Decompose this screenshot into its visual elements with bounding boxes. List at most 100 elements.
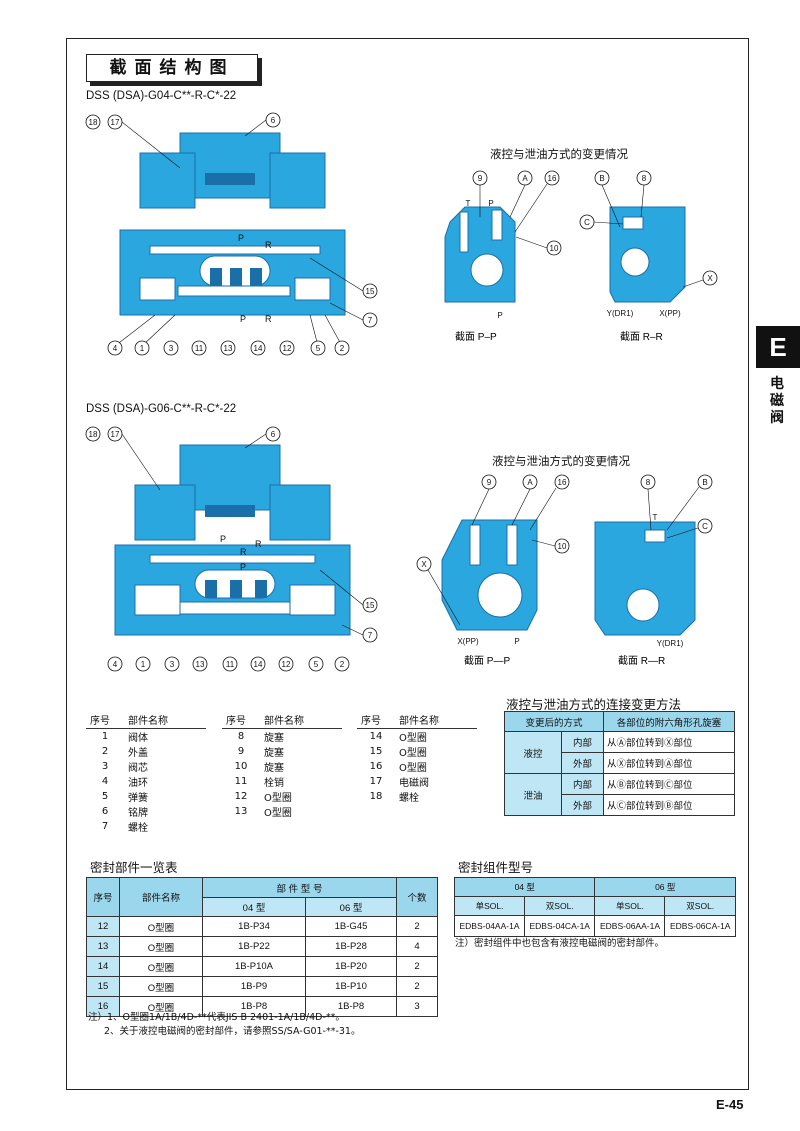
callout-b: B <box>702 478 707 487</box>
port-x: X(PP) <box>659 309 681 318</box>
page-frame <box>66 38 749 1090</box>
section-pp-06: X 9 A 16 10 X(PP) P 截面 P—P <box>416 474 570 667</box>
port-label-p2: P <box>240 314 246 324</box>
port-x: X(PP) <box>457 637 479 646</box>
callout-bottom: 1 <box>141 660 146 669</box>
connection-method-title: 液控与泄油方式的连接变更方法 <box>506 697 682 712</box>
port-t: T <box>466 199 471 208</box>
callout-bottom: 14 <box>254 344 263 353</box>
diagram1-section-title: 液控与泄油方式的变更情况 <box>490 147 628 161</box>
callout-16: 16 <box>548 174 557 183</box>
diagram2-section-title: 液控与泄油方式的变更情况 <box>492 454 630 468</box>
callout-18: 18 <box>89 118 98 127</box>
callout-16: 16 <box>558 478 567 487</box>
callout-15: 15 <box>366 287 375 296</box>
section-rr-06: 8 B C T Y(DR1) 截面 R—R <box>594 474 713 667</box>
header-name: 部件名称 <box>124 711 206 729</box>
callout-7: 7 <box>368 316 373 325</box>
callout-bottom: 4 <box>113 344 118 353</box>
callout-bottom: 14 <box>254 660 263 669</box>
section-pp-label: 截面 P—P <box>464 654 510 667</box>
section-pp-04: 9 A 16 10 T P P 截面 P–P <box>444 170 562 342</box>
callout-bottom: 12 <box>282 660 291 669</box>
diagram2-model: DSS (DSA)-G06-C**-R-C*-22 <box>86 403 237 415</box>
port-label-p2: P <box>240 562 246 572</box>
callout-6: 6 <box>271 116 276 125</box>
page-number: E-45 <box>716 1097 744 1112</box>
port-label-r2: R <box>265 314 272 324</box>
callout-bottom: 12 <box>283 344 292 353</box>
seal-kits-table: 04 型 06 型 单SOL. 双SOL. 单SOL. 双SOL. EDBS-0… <box>453 877 736 937</box>
callout-x: X <box>707 274 713 283</box>
callout-10: 10 <box>550 244 559 253</box>
callout-bottom: 11 <box>195 344 204 353</box>
section-tab: E <box>756 326 800 368</box>
section-tab-label: 电磁阀 <box>770 376 784 426</box>
callout-18: 18 <box>89 430 98 439</box>
callout-8: 8 <box>642 174 647 183</box>
callout-a: A <box>522 174 528 183</box>
callout-bottom: 13 <box>224 344 233 353</box>
seal-kits-title: 密封组件型号 <box>458 860 534 875</box>
seal-parts-note-1: 注）1、O型圈1A/1B/4D-**代表JIS B 2401-1A/1B/4D-… <box>88 1012 345 1023</box>
header-number: 序号 <box>86 711 124 729</box>
callout-bottom: 11 <box>226 660 235 669</box>
port-p: P <box>488 199 493 208</box>
callout-bottom: 5 <box>314 660 319 669</box>
callout-c: C <box>702 522 708 531</box>
callout-17: 17 <box>111 430 120 439</box>
seal-parts-title: 密封部件一览表 <box>90 860 178 875</box>
callout-x: X <box>421 560 427 569</box>
callout-bottom: 13 <box>196 660 205 669</box>
callout-6: 6 <box>271 430 276 439</box>
section-rr-label: 截面 R–R <box>620 330 663 342</box>
port-label-r1: R <box>240 547 247 557</box>
callout-bottom: 2 <box>340 660 345 669</box>
valve-cross-section-04: P R P R 18 17 6 15 7 4 1 3 11 13 14 12 5… <box>85 112 378 356</box>
section-rr-label: 截面 R—R <box>618 654 665 667</box>
port-label-p1: P <box>220 534 226 544</box>
seal-parts-note-2: 2、关于液控电磁阀的密封部件，请参照SS/SA-G01-**-31。 <box>104 1026 361 1037</box>
callout-bottom: 1 <box>140 344 145 353</box>
diagram1-model: DSS (DSA)-G04-C**-R-C*-22 <box>86 90 237 102</box>
callout-c: C <box>584 218 590 227</box>
seal-kits-note: 注）密封组件中也包含有液控电磁阀的密封部件。 <box>455 938 665 949</box>
callout-17: 17 <box>111 118 120 127</box>
callout-a: A <box>527 478 533 487</box>
port-label-r2: R <box>255 539 262 549</box>
callout-10: 10 <box>558 542 567 551</box>
callout-bottom: 3 <box>170 660 175 669</box>
connection-method-table: 变更后的方式 各部位的附六角形孔旋塞 液控 内部 从Ⓐ部位转到Ⓧ部位 外部 从Ⓧ… <box>504 711 735 816</box>
callout-7: 7 <box>368 631 373 640</box>
port-p-bottom: P <box>497 311 502 320</box>
callout-b: B <box>599 174 604 183</box>
valve-cross-section-06: P R P R 18 17 6 15 7 4 1 3 13 11 14 12 5… <box>85 426 378 672</box>
port-label-p1: P <box>238 233 244 243</box>
callout-8: 8 <box>646 478 651 487</box>
callout-15: 15 <box>366 601 375 610</box>
callout-9: 9 <box>487 478 492 487</box>
port-y: Y(DR1) <box>657 639 684 648</box>
callout-bottom: 3 <box>169 344 174 353</box>
